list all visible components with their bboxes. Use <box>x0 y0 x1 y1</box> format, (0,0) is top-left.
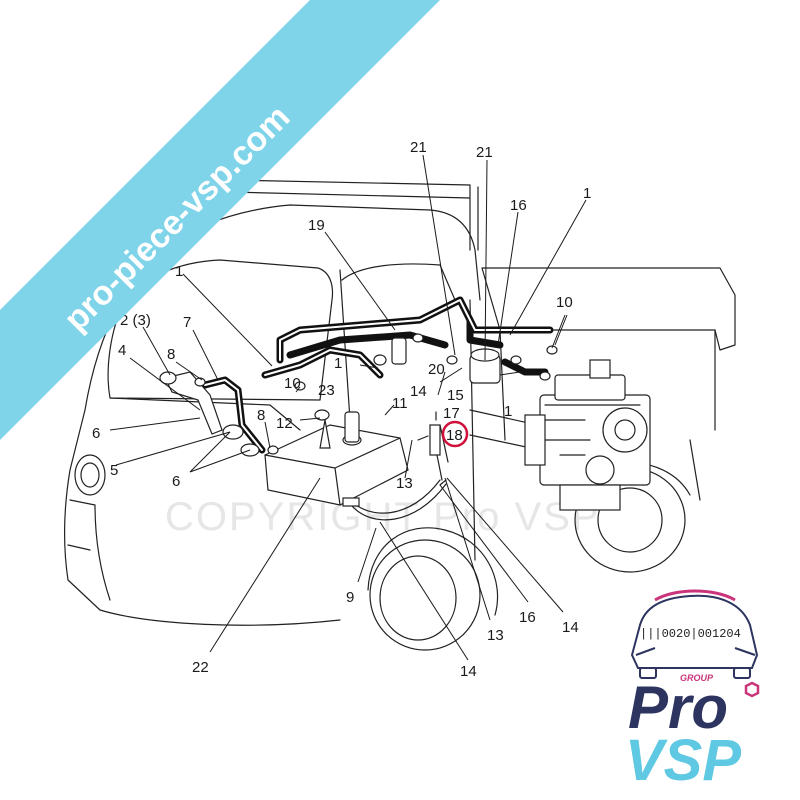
callout-14-right: 14 <box>562 619 579 636</box>
callout-5: 5 <box>110 462 118 479</box>
callout-16-bottom: 16 <box>519 609 536 626</box>
callout-7: 7 <box>183 314 191 331</box>
logo-vsp-text: VSP <box>625 728 741 793</box>
truck-drawing <box>64 167 736 651</box>
callout-6-lower: 6 <box>172 473 180 490</box>
banner-ribbon <box>0 0 440 440</box>
leader-lines <box>109 154 587 661</box>
fuel-hoses <box>201 296 554 454</box>
callout-21-right: 21 <box>476 144 493 161</box>
callout-10-center: 10 <box>284 375 301 392</box>
highlight-circle <box>441 420 469 448</box>
fuel-tank <box>264 411 409 506</box>
callout-15: 15 <box>447 387 464 404</box>
logo-pro-text: Pro <box>628 674 728 741</box>
website-banner: pro-piece-vsp.com <box>0 0 440 440</box>
tank-straps <box>342 424 449 521</box>
callout-9: 9 <box>346 589 354 606</box>
callout-4: 4 <box>118 342 126 359</box>
callout-12: 12 <box>276 415 293 432</box>
callout-labels: 21 21 16 1 19 1 2 (3) 7 10 4 8 1 10 23 2… <box>92 139 591 680</box>
callout-14-top: 14 <box>410 383 427 400</box>
callout-8-top: 8 <box>167 346 175 363</box>
callout-17: 17 <box>443 405 460 422</box>
logo-hex-icon <box>744 681 760 698</box>
engine-drawing <box>524 359 651 511</box>
callout-19: 19 <box>308 217 325 234</box>
copyright-watermark: COPYRIGHT Pro VSP <box>165 495 601 539</box>
callout-14-bottom: 14 <box>460 663 477 680</box>
callout-13-upper: 13 <box>396 475 413 492</box>
logo-group-text: GROUP <box>680 673 714 683</box>
reference-code: |||0020|001204 <box>640 627 741 641</box>
callout-1-right: 1 <box>504 403 512 420</box>
callout-8-bottom: 8 <box>257 407 265 424</box>
callout-20: 20 <box>428 361 445 378</box>
callout-1-center: 1 <box>334 355 342 372</box>
callout-1-top-right: 1 <box>583 185 591 202</box>
callout-22: 22 <box>192 659 209 676</box>
callout-6-upper: 6 <box>92 425 100 442</box>
callout-11: 11 <box>392 395 408 412</box>
callout-13-lower: 13 <box>487 627 504 644</box>
callout-16-top: 16 <box>510 197 527 214</box>
callout-1-left: 1 <box>175 263 183 280</box>
provsp-logo: |||0020|001204 GROUP Pro VSP <box>625 589 760 793</box>
callout-10-right: 10 <box>556 294 573 311</box>
callout-18: 18 <box>446 427 463 444</box>
callout-23: 23 <box>318 382 335 399</box>
callout-2-3: 2 (3) <box>120 312 151 329</box>
callout-21-left: 21 <box>410 139 427 156</box>
